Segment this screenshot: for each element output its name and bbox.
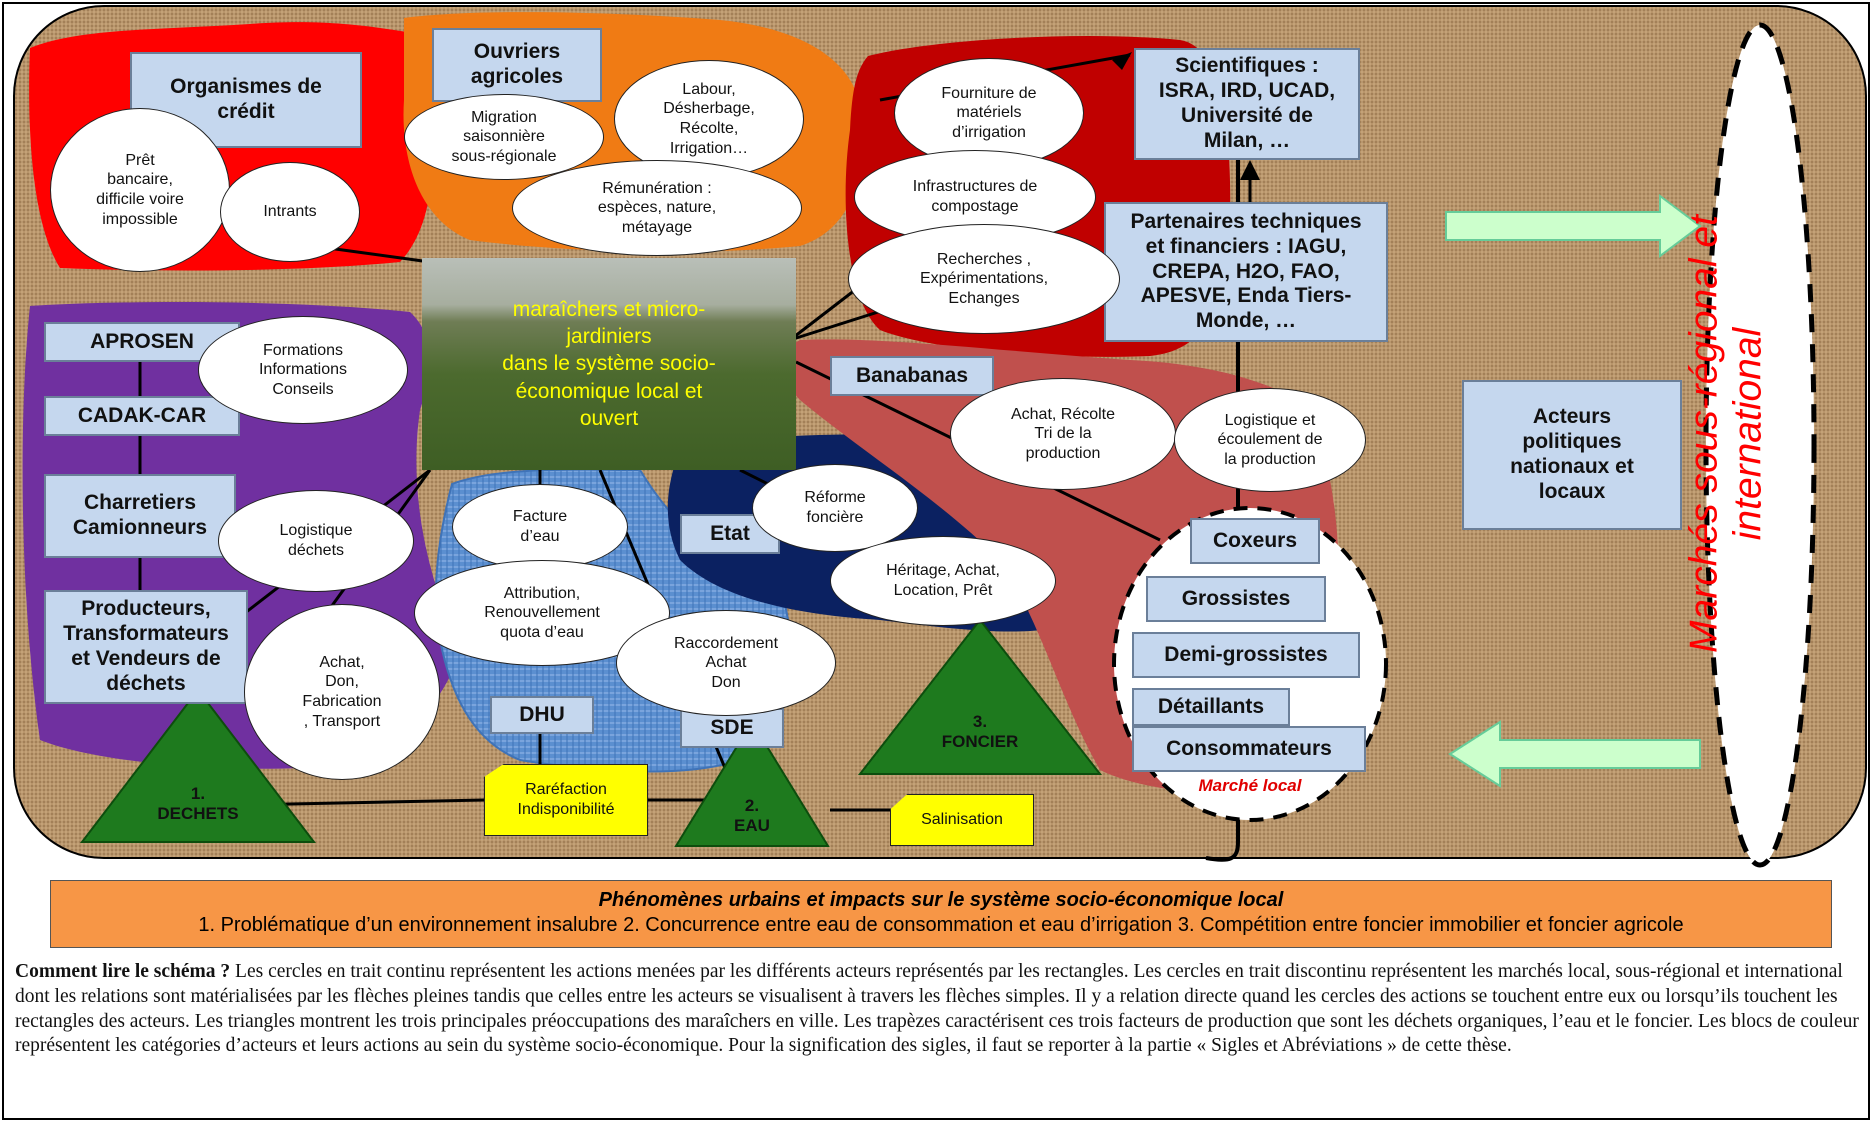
action-remuneration: Rémunération : espèces, nature, métayage xyxy=(512,160,802,256)
marches-international-ellipse xyxy=(1703,22,1817,868)
action-logistique-prod: Logistique et écoulement de la productio… xyxy=(1174,388,1366,492)
arrow-head-partenaires xyxy=(1240,160,1260,180)
triangle-foncier xyxy=(857,618,1103,775)
banner-subtitle: 1. Problématique d’un environnement insa… xyxy=(198,914,1684,936)
arrow-from-international xyxy=(1448,720,1701,788)
action-pret: Prêt bancaire, difficile voire impossibl… xyxy=(50,108,230,272)
action-achat-don: Achat, Don, Fabrication , Transport xyxy=(244,604,440,780)
box-detaillants: Détaillants xyxy=(1132,688,1290,726)
trapeze-rarefaction: Raréfaction Indisponibilité xyxy=(484,764,648,836)
arrow-to-international xyxy=(1445,194,1702,258)
triangle-label-eau: 2. EAU xyxy=(734,796,770,836)
center-photo-label: maraîchers et micro- jardiniers dans le … xyxy=(422,258,796,470)
triangle-label-dechets: 1. DECHETS xyxy=(157,784,239,824)
action-formations: Formations Informations Conseils xyxy=(198,316,408,424)
action-intrants: Intrants xyxy=(220,162,360,262)
box-banabanas: Banabanas xyxy=(830,356,994,396)
arrow-head-scientifiques xyxy=(1112,52,1132,70)
action-raccordement: Raccordement Achat Don xyxy=(616,610,836,716)
action-migration: Migration saisonnière sous-régionale xyxy=(404,94,604,180)
action-achat-recolte: Achat, Récolte Tri de la production xyxy=(950,378,1176,490)
marches-international-text: Marchés sous-régional et international xyxy=(1682,215,1769,653)
triangle-eau xyxy=(674,720,830,847)
action-logistique-dechets: Logistique déchets xyxy=(218,490,414,592)
box-coxeurs: Coxeurs xyxy=(1190,518,1320,564)
action-reforme: Réforme foncière xyxy=(752,464,918,552)
action-heritage: Héritage, Achat, Location, Prêt xyxy=(830,536,1056,626)
box-acteurs-politiques: Acteurs politiques nationaux et locaux xyxy=(1462,380,1682,530)
reading-guide-text: Les cercles en trait continu représenten… xyxy=(15,961,1859,1057)
impacts-banner: Phénomènes urbains et impacts sur le sys… xyxy=(50,880,1832,948)
banner-title: Phénomènes urbains et impacts sur le sys… xyxy=(598,889,1284,911)
reading-guide-lead: Comment lire le schéma ? xyxy=(15,961,231,982)
triangle-dechets xyxy=(79,688,317,843)
box-demi-grossistes: Demi-grossistes xyxy=(1132,632,1360,678)
trapeze-salinisation: Salinisation xyxy=(890,794,1034,846)
action-facture: Facture d’eau xyxy=(452,484,628,570)
marche-local-label: Marché local xyxy=(1198,776,1302,795)
triangle-label-foncier: 3. FONCIER xyxy=(941,712,1019,752)
box-etat: Etat xyxy=(680,514,780,554)
box-producteurs: Producteurs, Transformateurs et Vendeurs… xyxy=(44,590,248,704)
box-charretiers: Charretiers Camionneurs xyxy=(44,474,236,558)
box-cadak: CADAK-CAR xyxy=(44,396,240,436)
box-ouvriers-agricoles: Ouvriers agricoles xyxy=(432,28,602,102)
box-partenaires: Partenaires techniques et financiers : I… xyxy=(1104,202,1388,342)
box-scientifiques: Scientifiques : ISRA, IRD, UCAD, Univers… xyxy=(1134,48,1360,160)
action-recherches: Recherches , Expérimentations, Echanges xyxy=(848,224,1120,334)
reading-guide: Comment lire le schéma ? Les cercles en … xyxy=(15,960,1861,1059)
box-dhu: DHU xyxy=(490,696,594,734)
action-attribution: Attribution, Renouvellement quota d’eau xyxy=(414,560,670,666)
box-grossistes: Grossistes xyxy=(1146,576,1326,622)
action-labour: Labour, Désherbage, Récolte, Irrigation… xyxy=(614,60,804,178)
box-consommateurs: Consommateurs xyxy=(1132,726,1366,772)
